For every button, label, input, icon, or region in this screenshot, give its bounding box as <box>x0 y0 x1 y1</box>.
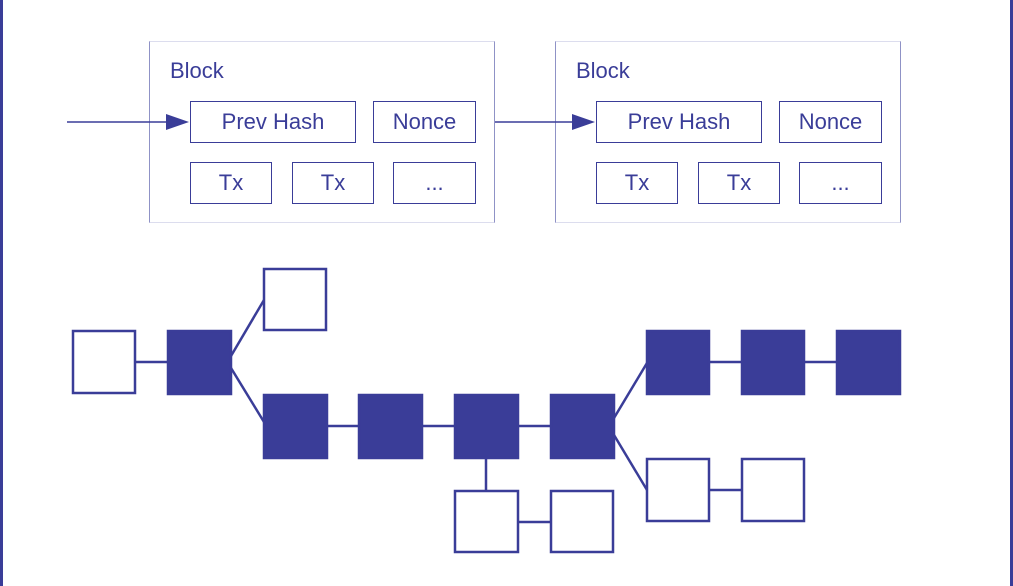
orphan-block <box>453 489 520 554</box>
main-chain-block <box>740 329 806 396</box>
tx-field: Tx <box>190 162 272 204</box>
orphan-block <box>262 267 328 332</box>
orphan-block <box>549 489 615 554</box>
block-title: Block <box>170 58 224 83</box>
more-tx-field: ... <box>393 162 476 204</box>
arrow-head <box>166 114 189 130</box>
genesis-block <box>71 329 137 395</box>
orphan-block <box>740 457 806 523</box>
main-chain-block <box>835 329 902 396</box>
block-2: Block Prev Hash Nonce Tx Tx ... <box>555 41 901 223</box>
tx-field: Tx <box>698 162 780 204</box>
nonce-field: Nonce <box>373 101 476 143</box>
main-chain-block <box>645 329 711 396</box>
hash-pointer-arrows <box>67 114 595 130</box>
tx-field: Tx <box>596 162 678 204</box>
block-1: Block Prev Hash Nonce Tx Tx ... <box>149 41 495 223</box>
main-chain-block <box>262 393 329 460</box>
main-chain-block <box>453 393 520 460</box>
prev-hash-field: Prev Hash <box>190 101 356 143</box>
main-chain-block <box>357 393 424 460</box>
orphan-block <box>645 457 711 523</box>
block-title: Block <box>576 58 630 83</box>
main-chain-block <box>166 329 233 396</box>
prev-hash-field: Prev Hash <box>596 101 762 143</box>
tx-field: Tx <box>292 162 374 204</box>
nonce-field: Nonce <box>779 101 882 143</box>
main-chain-block <box>549 393 616 460</box>
more-tx-field: ... <box>799 162 882 204</box>
arrow-head <box>572 114 595 130</box>
